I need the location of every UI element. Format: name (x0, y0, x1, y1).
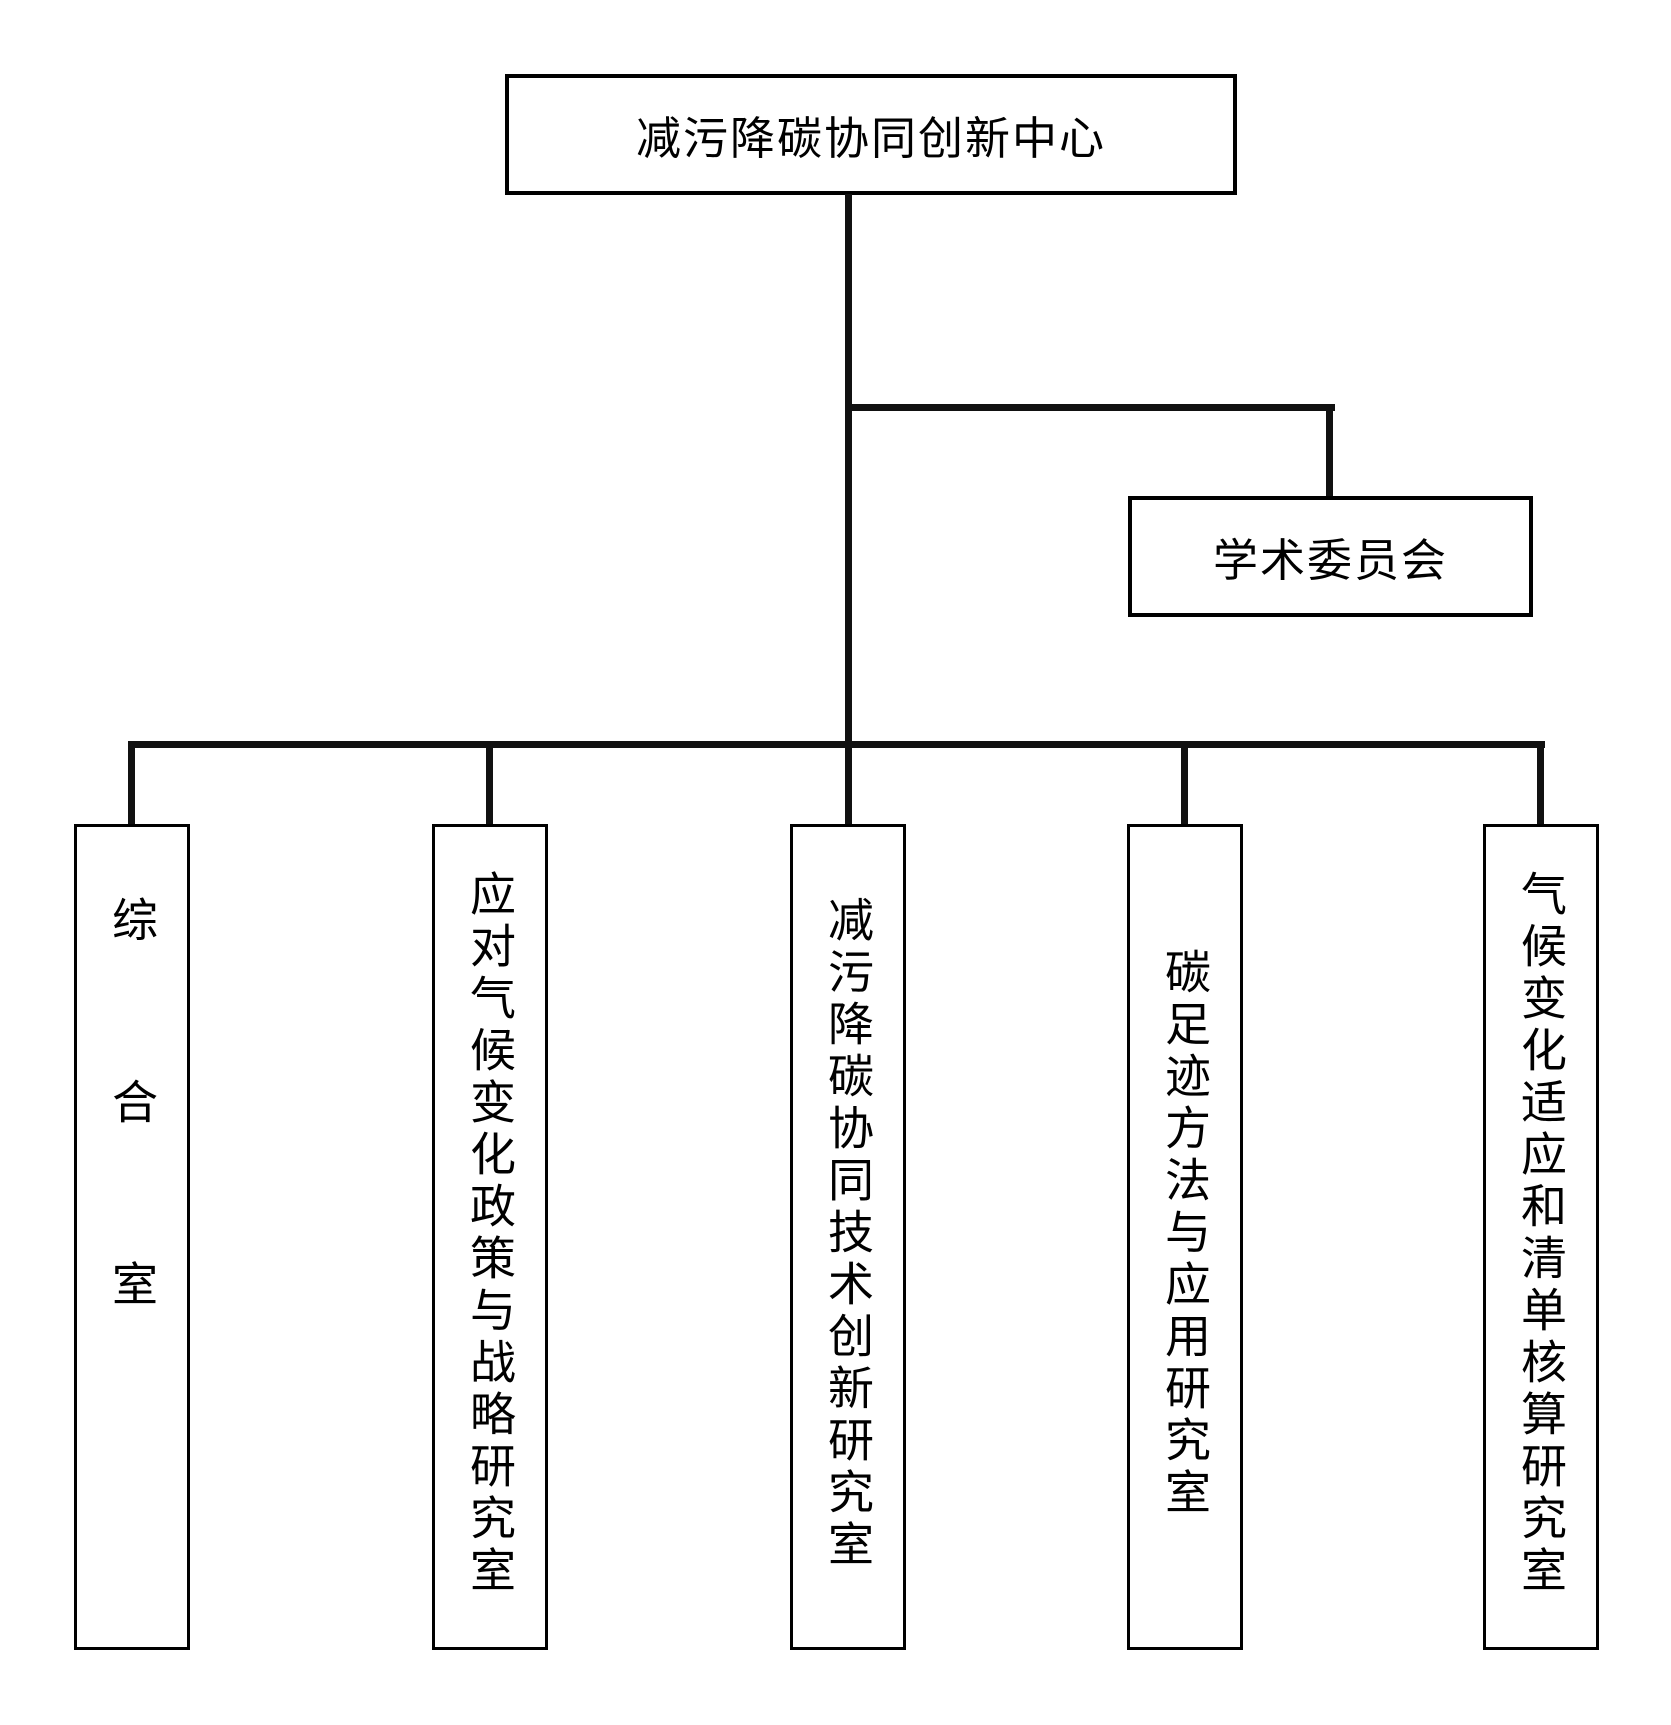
root-node-label: 减污降碳协同创新中心 (635, 112, 1106, 165)
dept-label-adaptation-inventory: 气候变化适应和清单核算研究室 (1514, 870, 1568, 1598)
dept-box-general-office: 综合室 (74, 824, 190, 1650)
dept-label-climate-policy: 应对气候变化政策与战略研究室 (463, 870, 517, 1598)
connector-drop-general-office (128, 741, 135, 826)
connector-drop-climate-policy (486, 741, 493, 826)
connector-committee-vertical (1326, 404, 1333, 496)
dept-box-climate-policy: 应对气候变化政策与战略研究室 (432, 824, 548, 1650)
connector-drop-tech-innovation (845, 741, 852, 826)
connector-drop-adaptation-inventory (1537, 741, 1544, 826)
connector-committee-horizontal (845, 404, 1335, 411)
connector-drop-carbon-footprint (1181, 741, 1188, 826)
dept-box-carbon-footprint: 碳足迹方法与应用研究室 (1127, 824, 1243, 1650)
connector-root-vertical (845, 194, 852, 748)
root-node-box: 减污降碳协同创新中心 (505, 74, 1237, 195)
dept-label-carbon-footprint: 碳足迹方法与应用研究室 (1158, 948, 1212, 1520)
committee-node-label: 学术委员会 (1212, 534, 1448, 587)
dept-label-general-office: 综合室 (105, 896, 159, 1442)
dept-box-adaptation-inventory: 气候变化适应和清单核算研究室 (1483, 824, 1599, 1650)
dept-label-tech-innovation: 减污降碳协同技术创新研究室 (821, 896, 875, 1572)
dept-box-tech-innovation: 减污降碳协同技术创新研究室 (790, 824, 906, 1650)
connector-departments-horizontal (128, 741, 1545, 748)
committee-node-box: 学术委员会 (1128, 496, 1533, 617)
